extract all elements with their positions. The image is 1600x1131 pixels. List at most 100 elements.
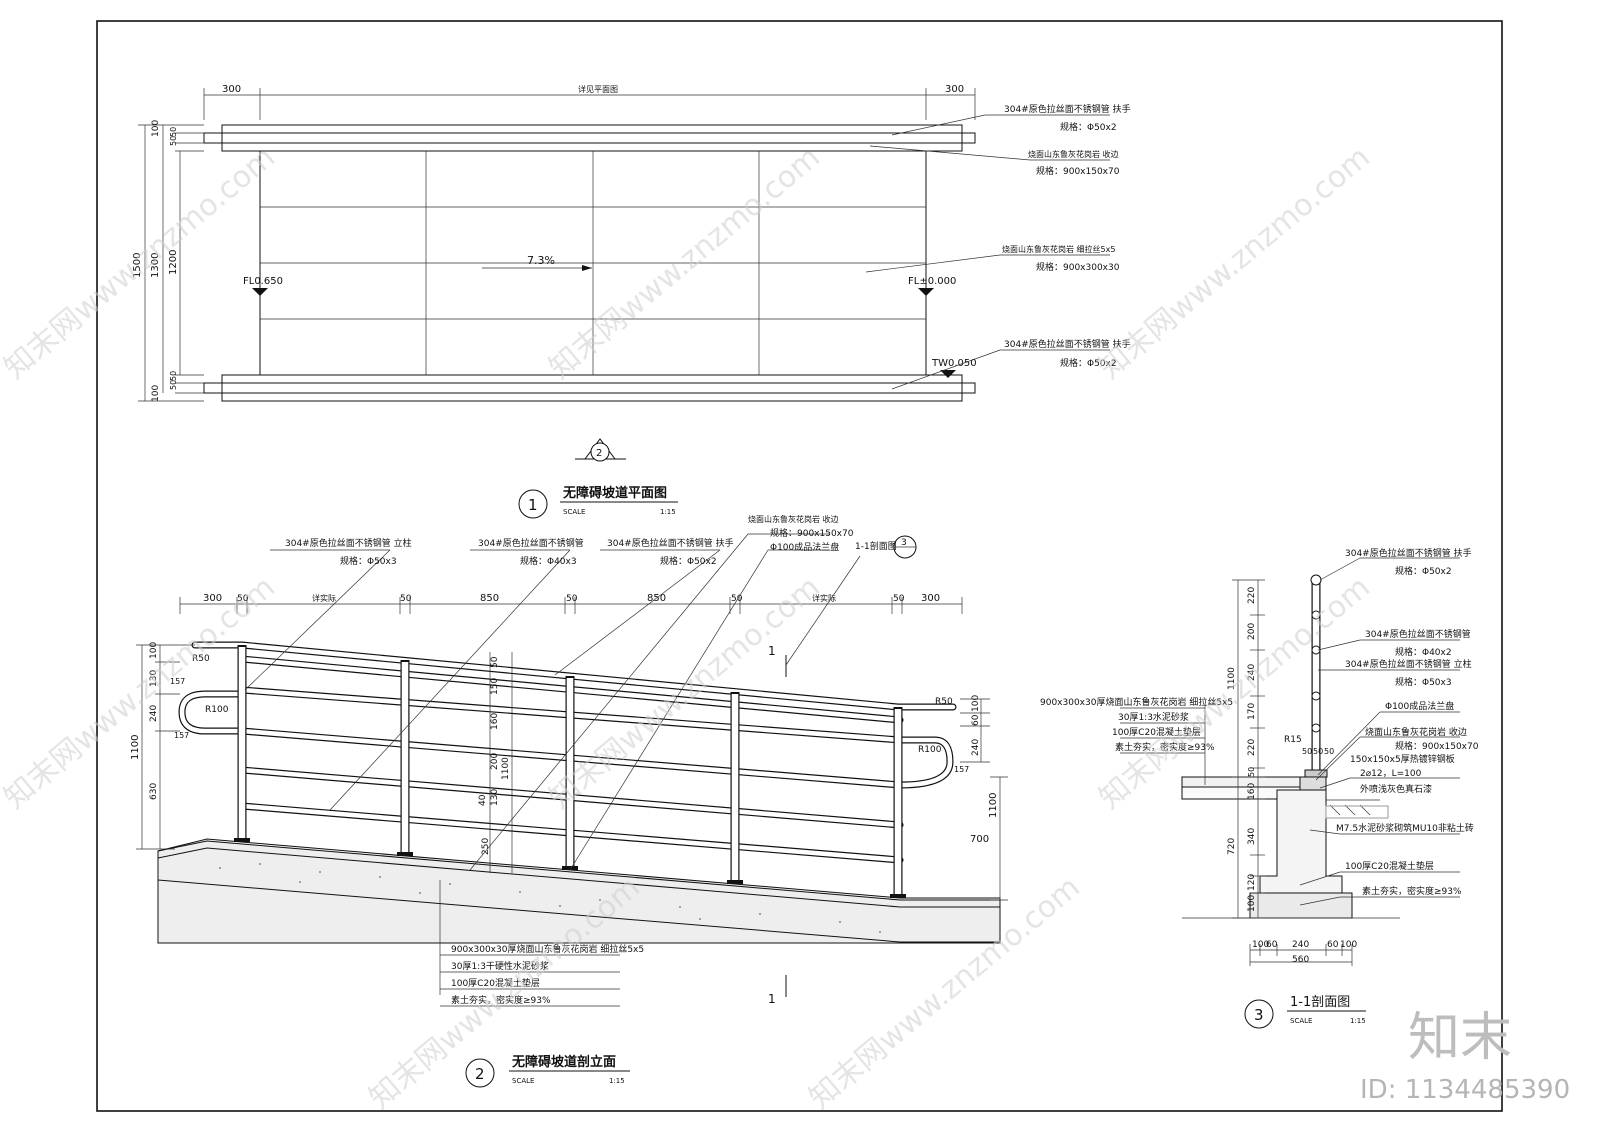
plan-title: 无障碍坡道平面图 [562, 485, 667, 501]
plan-note-2-name: 烧面山东鲁灰花岗岩 收边 [1028, 149, 1119, 159]
plan-section-marker-num: 2 [596, 448, 602, 459]
elev-dim-2: 50 [237, 594, 249, 604]
sec-scale: 1:15 [1350, 1017, 1366, 1025]
plan-title-num: 1 [528, 496, 538, 514]
elev-note-3-name: 304#原色拉丝面不锈钢管 扶手 [607, 537, 734, 549]
sec-note-2-name: 304#原色拉丝面不锈钢管 [1365, 628, 1471, 640]
sec-note-2-spec: 规格：Φ40x2 [1395, 646, 1452, 658]
elev-note-2-name: 304#原色拉丝面不锈钢管 [478, 537, 584, 549]
elev-note-3-spec: 规格：Φ50x2 [660, 555, 717, 567]
sec-note-8-name: 外喷浅灰色真石漆 [1360, 783, 1432, 795]
sec-bot-60a: 60 [1266, 940, 1278, 950]
elev-dim-6: 50 [566, 594, 578, 604]
plan-note-1-name: 304#原色拉丝面不锈钢管 扶手 [1004, 103, 1131, 115]
elev-note-5-name: Φ100成品法兰盘 [770, 541, 839, 553]
sec-note-11-name: 素土夯实，密实度≥93% [1362, 885, 1462, 897]
elev-right-1100: 1100 [988, 793, 999, 818]
elev-cut-num-bottom: 1 [768, 992, 776, 1006]
plan-scale-label: SCALE [563, 508, 585, 516]
elev-left-157b: 157 [174, 731, 189, 740]
elev-scale: 1:15 [609, 1077, 625, 1085]
sec-dim-r15: R15 [1284, 735, 1302, 745]
plan-section-marker[interactable]: 2 [575, 438, 626, 462]
sec-left-note-2: 30厚1:3水泥砂浆 [1118, 711, 1189, 723]
elev-title-num: 2 [475, 1065, 485, 1083]
sec-dim-1100: 1100 [1227, 667, 1237, 690]
sec-bot-100b: 100 [1340, 940, 1357, 950]
elev-left-630: 630 [149, 783, 159, 800]
elev-note-1-name: 304#原色拉丝面不锈钢管 立柱 [285, 537, 412, 549]
plan-dim-50a-top: 50 [169, 136, 178, 146]
elev-dim-8: 50 [731, 594, 743, 604]
sec-dim-220b: 220 [1247, 739, 1257, 756]
section-view: 220 200 240 170 220 50 160 340 720 120 1… [1040, 547, 1479, 1029]
plan-dim-50b-top: 50 [169, 127, 178, 137]
elev-note-1-spec: 规格：Φ50x3 [340, 555, 397, 567]
posts [234, 645, 906, 898]
elev-dim-1: 300 [203, 593, 222, 604]
plan-dim-100-top: 100 [151, 120, 161, 137]
sec-bot-60b: 60 [1327, 940, 1339, 950]
sec-dim-720: 720 [1227, 838, 1237, 855]
plan-dim-300-left: 300 [222, 84, 241, 95]
elev-right-100: 100 [971, 695, 981, 712]
elev-left-r100: R100 [205, 705, 229, 715]
sec-note-1-name: 304#原色拉丝面不锈钢管 扶手 [1345, 547, 1472, 559]
elev-title: 无障碍坡道剖立面 [511, 1054, 616, 1070]
plan-view: 300 详见平面图 300 7.3% FL0.650 FL±0.000 TW0.… [132, 84, 1131, 519]
elev-cut-label: 1-1剖面图 [855, 540, 897, 552]
elev-left-100: 100 [149, 642, 159, 659]
elev-bottom-note-2: 30厚1:3干硬性水泥砂浆 [451, 960, 549, 972]
plan-scale: 1:15 [660, 508, 676, 516]
elev-center-130: 130 [490, 789, 500, 806]
elev-left-157a: 157 [170, 677, 185, 686]
elev-center-150: 150 [490, 678, 500, 695]
plan-dim-100-bottom: 100 [151, 385, 161, 402]
elev-bottom-note-4: 素土夯实，密实度≥93% [451, 994, 551, 1006]
elev-cut-num-top: 1 [768, 644, 776, 658]
elev-right-700: 700 [970, 834, 989, 845]
elev-left-240: 240 [149, 705, 159, 722]
watermark-1: 知末网www.znzmo.com [0, 140, 282, 386]
elev-right-240: 240 [971, 739, 981, 756]
plan-tw: TW0.050 [931, 358, 977, 369]
elev-dim-9: 详实际 [812, 593, 836, 603]
elev-center-40: 40 [478, 794, 488, 806]
plan-slope: 7.3% [527, 254, 555, 267]
elev-bottom-note-1: 900x300x30厚烧面山东鲁灰花岗岩 细拉丝5x5 [451, 943, 644, 955]
elev-right-60: 60 [971, 714, 981, 726]
plan-dim-50b-bottom: 50 [169, 371, 178, 381]
watermark-3: 知末网www.znzmo.com [1093, 140, 1377, 386]
sec-note-9-name: M7.5水泥砂浆砌筑MU10非粘土砖 [1336, 822, 1474, 834]
sec-dim-200: 200 [1247, 623, 1257, 640]
plan-note-3-spec: 规格：900x300x30 [1036, 261, 1120, 273]
sec-dim-120: 120 [1247, 874, 1257, 891]
sheet-border [96, 20, 1503, 1112]
plan-dim-1200: 1200 [168, 250, 179, 275]
plan-note-2-spec: 规格：900x150x70 [1036, 165, 1120, 177]
elev-left-130: 130 [149, 670, 159, 687]
sec-note-6-name: 150x150x5厚热镀锌钢板 [1350, 753, 1455, 765]
sec-dim-240: 240 [1247, 664, 1257, 681]
sec-dim-50a: 50 [1302, 747, 1312, 756]
elev-right-r50: R50 [935, 697, 953, 707]
sec-note-3-name: 304#原色拉丝面不锈钢管 立柱 [1345, 658, 1472, 670]
elev-dim-10: 50 [893, 594, 905, 604]
watermarks: 知末网www.znzmo.com 知末网www.znzmo.com 知末网www… [0, 140, 1570, 1116]
sec-bot-240: 240 [1292, 940, 1309, 950]
plan-dim-300-right: 300 [945, 84, 964, 95]
elev-dim-3: 详实际 [312, 593, 336, 603]
sec-bot-560: 560 [1292, 955, 1309, 965]
sec-note-5-name: 烧面山东鲁灰花岗岩 收边 [1365, 726, 1467, 738]
sec-note-1-spec: 规格：Φ50x2 [1395, 565, 1452, 577]
plan-note-4-spec: 规格：Φ50x2 [1060, 357, 1117, 369]
sec-note-4-name: Φ100成品法兰盘 [1385, 700, 1454, 712]
elev-scale-label: SCALE [512, 1077, 534, 1085]
plan-dim-1300: 1300 [150, 253, 161, 278]
sec-dim-50b: 50 [1313, 747, 1323, 756]
plan-note-1-spec: 规格：Φ50x2 [1060, 121, 1117, 133]
elev-note-4-spec: 规格：900x150x70 [770, 527, 854, 539]
sec-dim-160: 160 [1247, 783, 1257, 800]
elev-bottom-note-3: 100厚C20混凝土垫层 [451, 977, 540, 989]
sec-note-5-spec: 规格：900x150x70 [1395, 740, 1479, 752]
